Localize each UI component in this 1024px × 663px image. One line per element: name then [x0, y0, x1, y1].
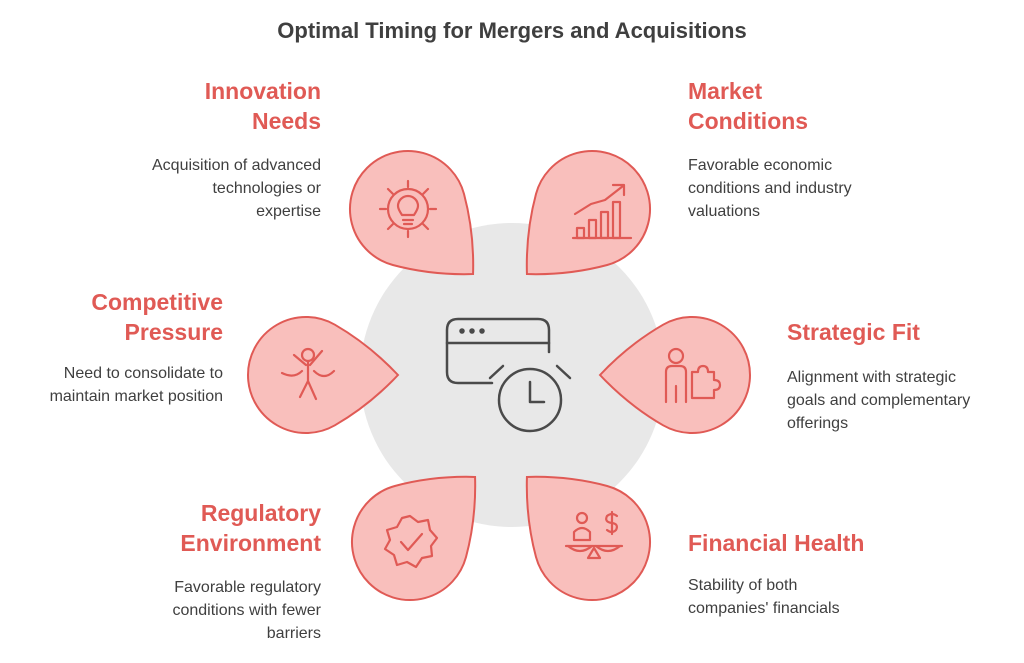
growth-chart-icon	[571, 183, 633, 240]
heading-line: Strategic Fit	[787, 319, 920, 345]
factor-heading: Competitive Pressure	[91, 287, 223, 347]
petal-market-conditions	[525, 150, 651, 276]
factor-heading: Market Conditions	[688, 76, 808, 136]
description-line: companies' financials	[688, 600, 840, 617]
description-line: technologies or	[212, 180, 321, 197]
factor-heading: Financial Health	[688, 528, 864, 558]
description-line: Favorable regulatory	[174, 579, 321, 596]
factor-description: Favorable regulatory conditions with few…	[172, 576, 321, 645]
factor-description: Favorable economic conditions and indust…	[688, 154, 852, 223]
description-line: Stability of both	[688, 577, 798, 594]
factor-heading: Innovation Needs	[205, 76, 321, 136]
heading-line: Market	[688, 78, 763, 104]
description-line: conditions with fewer	[172, 602, 321, 619]
factor-description: Need to consolidate to maintain market p…	[50, 362, 223, 408]
person-scale-dollar-icon	[564, 510, 624, 560]
petal-innovation-needs	[349, 150, 475, 276]
description-line: conditions and industry	[688, 180, 852, 197]
description-line: expertise	[256, 203, 321, 220]
description-line: Alignment with strategic	[787, 369, 956, 386]
factor-heading: Strategic Fit	[787, 317, 920, 347]
factor-description: Stability of both companies' financials	[688, 574, 840, 620]
description-line: goals and complementary	[787, 392, 971, 409]
badge-check-icon	[383, 514, 439, 569]
heading-line: Pressure	[124, 319, 223, 345]
person-puzzle-icon	[664, 347, 722, 404]
gear-lightbulb-icon	[378, 179, 438, 239]
finish-line-runner-icon	[280, 347, 336, 401]
heading-line: Regulatory	[200, 500, 321, 526]
heading-line: Financial Health	[688, 530, 865, 556]
description-line: Need to consolidate to	[63, 365, 223, 382]
browser-clock-icon	[445, 317, 572, 433]
factor-heading: Regulatory Environment	[180, 498, 321, 558]
factor-description: Alignment with strategic goals and compl…	[787, 366, 970, 435]
factor-description: Acquisition of advanced technologies or …	[152, 154, 321, 223]
description-line: Favorable economic	[688, 157, 833, 174]
page-title: Optimal Timing for Mergers and Acquisiti…	[277, 18, 747, 43]
description-line: maintain market position	[49, 388, 223, 405]
description-line: valuations	[688, 203, 761, 220]
description-line: Acquisition of advanced	[152, 157, 321, 174]
description-line: barriers	[266, 625, 321, 642]
description-line: offerings	[787, 415, 849, 432]
heading-line: Conditions	[688, 108, 809, 134]
heading-line: Needs	[251, 108, 321, 134]
heading-line: Environment	[180, 530, 321, 556]
petal-financial-health	[525, 475, 651, 601]
heading-line: Innovation	[204, 78, 321, 104]
petal-strategic-fit	[598, 316, 751, 434]
petal-regulatory-environment	[351, 475, 477, 601]
heading-line: Competitive	[91, 289, 223, 315]
